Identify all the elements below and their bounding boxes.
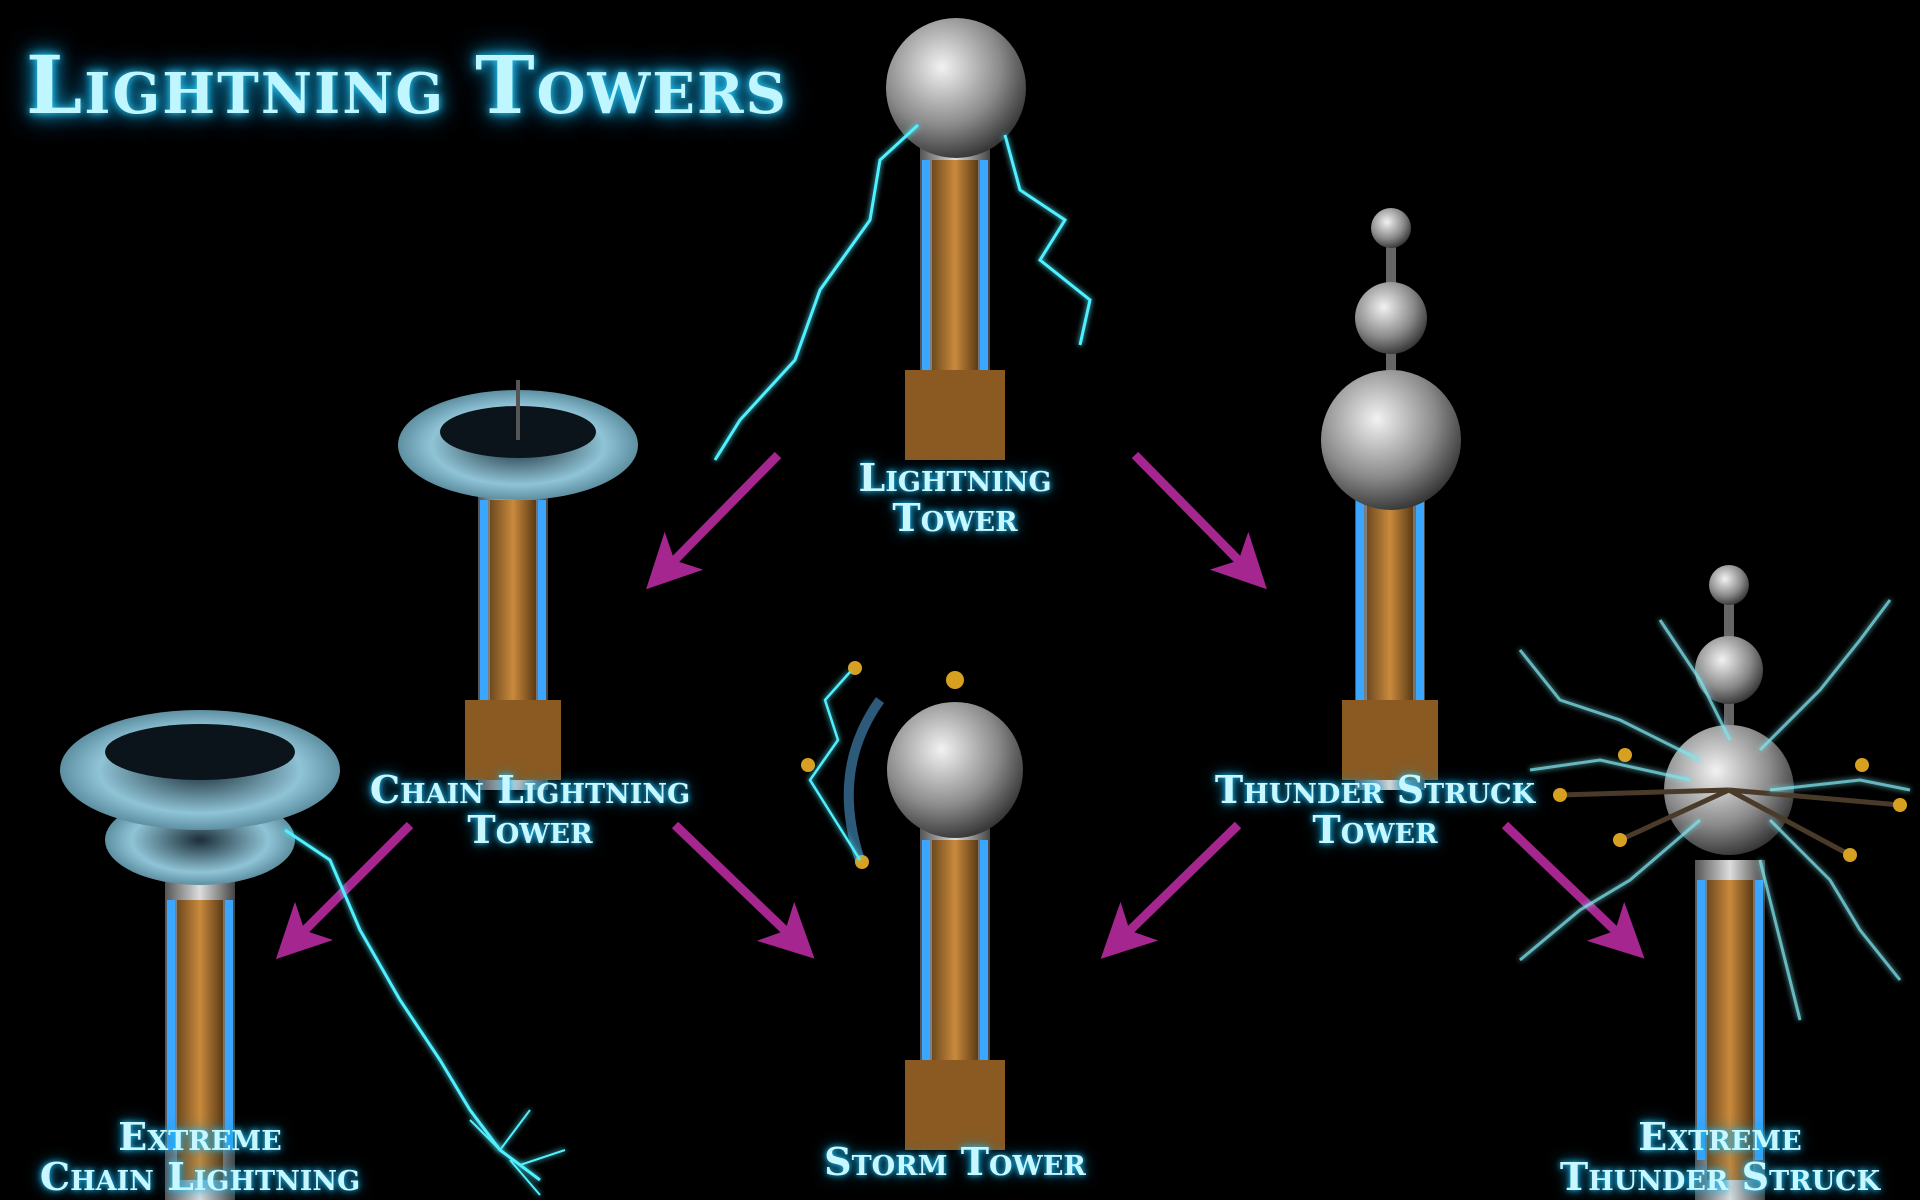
storm-tower-label[interactable]: Storm Tower xyxy=(780,1142,1130,1182)
extreme-thunder-struck-label-line2: Thunder Struck xyxy=(1559,1154,1881,1199)
chain-lightning-tower-label[interactable]: Chain Lightning Tower xyxy=(340,770,720,850)
storm-tower-sprite xyxy=(801,661,1023,1150)
extreme-chain-lightning-sprite xyxy=(60,710,566,1200)
chain-lightning-tower-sprite xyxy=(398,380,638,790)
chain-lightning-tower-label-line2: Tower xyxy=(467,807,593,852)
arrow-thunder-to-extreme-thunder xyxy=(1501,821,1645,959)
arrow-chain-to-extreme-chain xyxy=(275,821,414,960)
storm-tower-label-line1: Storm Tower xyxy=(824,1139,1086,1184)
extreme-chain-lightning-label-line1: Extreme xyxy=(118,1114,282,1159)
arrow-thunder-to-storm xyxy=(1100,821,1242,959)
thunder-struck-tower-sprite xyxy=(1321,208,1461,790)
extreme-chain-lightning-label-line2: Chain Lightning xyxy=(39,1154,361,1199)
arrow-chain-to-storm xyxy=(671,821,815,959)
extreme-chain-lightning-label[interactable]: Extreme Chain Lightning xyxy=(10,1117,390,1197)
lightning-tower-sprite xyxy=(713,18,1092,461)
lightning-tower-label[interactable]: Lightning Tower xyxy=(845,458,1065,538)
arrow-lightning-to-chain xyxy=(646,451,782,590)
extreme-thunder-struck-label[interactable]: Extreme Thunder Struck xyxy=(1530,1117,1910,1197)
chain-lightning-tower-label-line1: Chain Lightning xyxy=(369,767,691,812)
page-title: Lightning Towers xyxy=(26,38,788,132)
thunder-struck-tower-label[interactable]: Thunder Struck Tower xyxy=(1185,770,1565,850)
lightning-tower-label-line1: Lightning xyxy=(858,455,1052,500)
extreme-thunder-struck-label-line1: Extreme xyxy=(1638,1114,1802,1159)
extreme-thunder-struck-sprite xyxy=(1518,565,1911,1200)
arrow-lightning-to-thunder xyxy=(1131,451,1267,590)
upgrade-arrows xyxy=(275,451,1645,960)
lightning-tower-label-line2: Tower xyxy=(892,495,1018,540)
thunder-struck-tower-label-line1: Thunder Struck xyxy=(1214,767,1536,812)
thunder-struck-tower-label-line2: Tower xyxy=(1312,807,1438,852)
